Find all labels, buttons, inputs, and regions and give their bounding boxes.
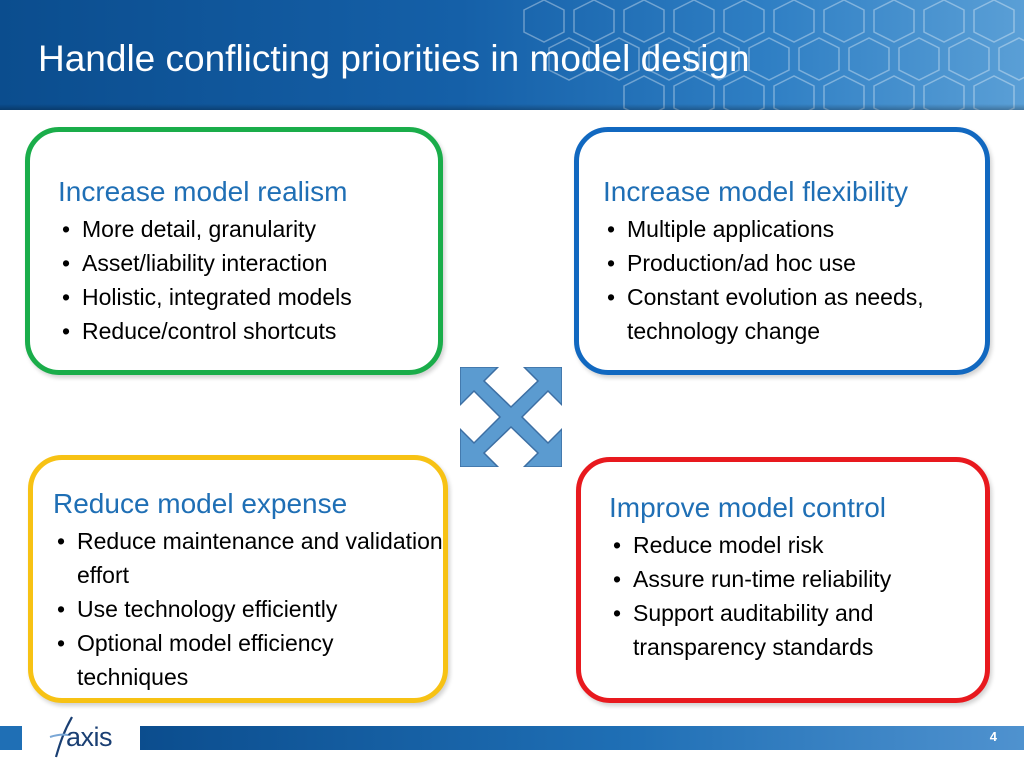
list-item: Multiple applications — [603, 212, 985, 246]
control-list: Reduce model risk Assure run-time reliab… — [609, 528, 985, 664]
control-box: Improve model control Reduce model risk … — [576, 457, 990, 703]
axis-logo-icon — [49, 716, 73, 758]
flexibility-list: Multiple applications Production/ad hoc … — [603, 212, 985, 348]
four-way-arrows-icon — [460, 367, 562, 467]
list-item: Reduce model risk — [609, 528, 985, 562]
footer-strip — [0, 726, 22, 750]
expense-heading: Reduce model expense — [53, 488, 348, 519]
control-heading: Improve model control — [609, 492, 887, 523]
list-item: Production/ad hoc use — [603, 246, 985, 280]
list-item: Holistic, integrated models — [58, 280, 438, 314]
list-item: Use technology efficiently — [53, 592, 443, 626]
realism-list: More detail, granularity Asset/liability… — [58, 212, 438, 348]
list-item: Reduce/control shortcuts — [58, 314, 438, 348]
footer-bar — [140, 726, 1024, 750]
title-bar: Handle conflicting priorities in model d… — [0, 0, 1024, 110]
realism-box: Increase model realism More detail, gran… — [25, 127, 443, 375]
slide-title: Handle conflicting priorities in model d… — [38, 38, 750, 79]
logo-text: axis — [66, 722, 113, 752]
flexibility-box: Increase model flexibility Multiple appl… — [574, 127, 990, 375]
page-number: 4 — [989, 729, 997, 744]
list-item: Optional model efficiency techniques — [53, 626, 443, 694]
list-item: More detail, granularity — [58, 212, 438, 246]
list-item: Asset/liability interaction — [58, 246, 438, 280]
list-item: Assure run-time reliability — [609, 562, 985, 596]
list-item: Support auditability and transparency st… — [609, 596, 985, 664]
list-item: Reduce maintenance and validation effort — [53, 524, 443, 592]
flexibility-heading: Increase model flexibility — [603, 176, 909, 207]
expense-list: Reduce maintenance and validation effort… — [53, 524, 443, 694]
list-item: Constant evolution as needs, technology … — [603, 280, 985, 348]
realism-heading: Increase model realism — [58, 176, 348, 207]
expense-box: Reduce model expense Reduce maintenance … — [28, 455, 448, 703]
